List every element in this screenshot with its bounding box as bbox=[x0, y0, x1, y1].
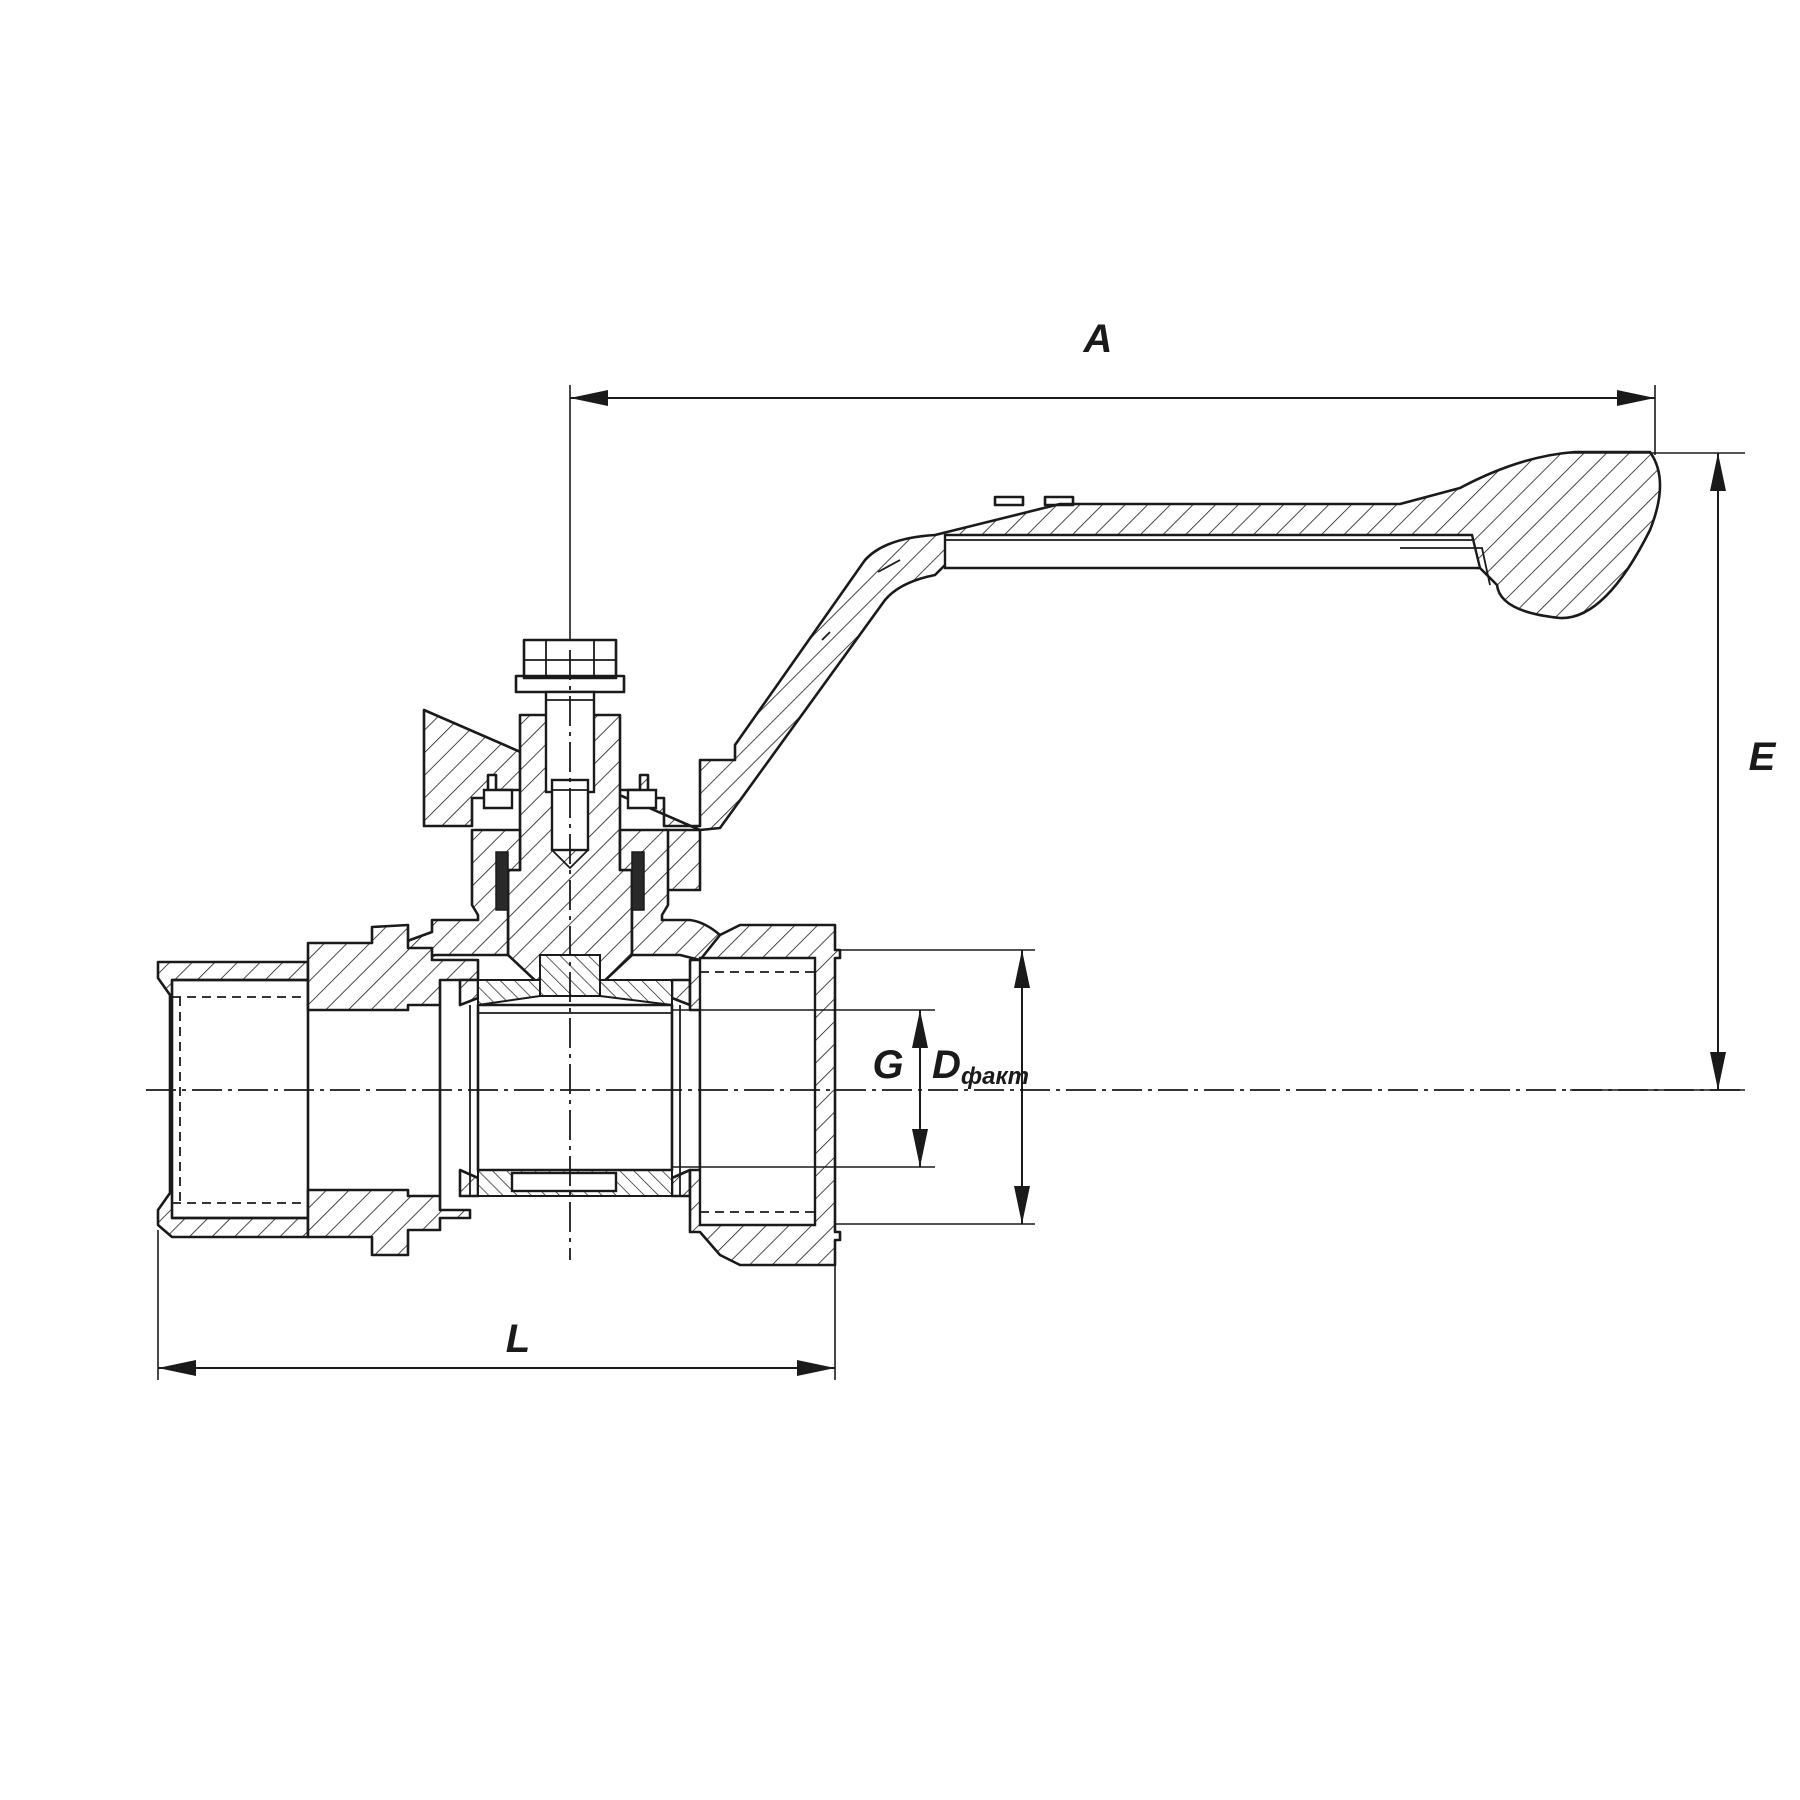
dimension-d-actual: Dфакт bbox=[672, 1009, 1029, 1168]
right-body bbox=[688, 923, 842, 1267]
dimension-label-a: A bbox=[1083, 317, 1113, 361]
dimension-label-g: G bbox=[872, 1043, 903, 1087]
ball-and-seats bbox=[458, 954, 692, 1198]
svg-text:Dфакт: Dфакт bbox=[932, 1043, 1029, 1090]
dimension-e: E bbox=[1570, 452, 1777, 1091]
dimension-label-e: E bbox=[1749, 735, 1777, 779]
valve-neck bbox=[388, 788, 722, 962]
left-male-thread-end bbox=[156, 960, 310, 1239]
lever-handle bbox=[422, 450, 1662, 832]
dimension-l: L bbox=[157, 1230, 836, 1380]
dimension-label-d: D bbox=[932, 1043, 961, 1087]
center-lines bbox=[146, 650, 1740, 1260]
left-body bbox=[306, 923, 480, 1257]
dimension-g: G bbox=[835, 949, 1035, 1225]
dimension-label-d-subscript: факт bbox=[961, 1063, 1029, 1090]
dimension-a: A bbox=[569, 317, 1656, 640]
handle-stop bbox=[663, 828, 702, 892]
dimension-label-l: L bbox=[506, 1317, 530, 1361]
